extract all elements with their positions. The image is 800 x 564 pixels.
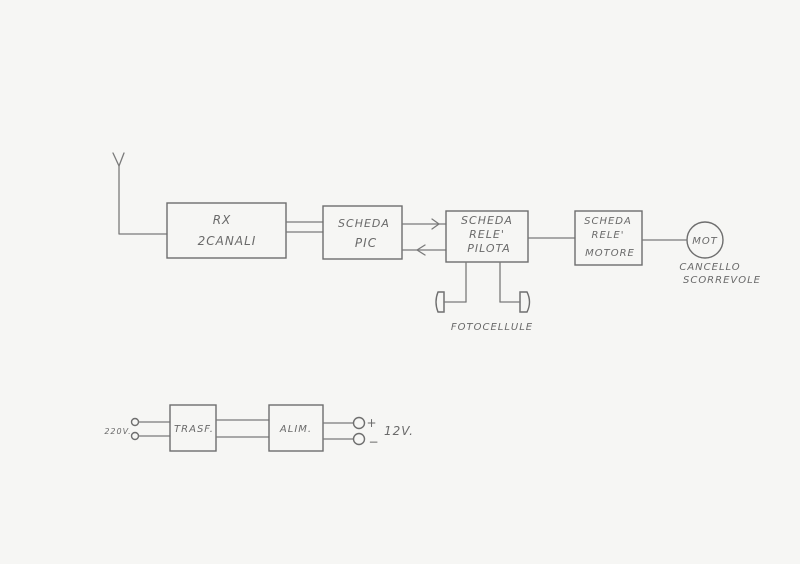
motor-board-label-1: SCHEDA <box>584 216 632 227</box>
pilot-label-3: PILOTA <box>467 242 511 255</box>
photocell-right <box>499 261 531 313</box>
gate-label-1: CANCELLO <box>679 262 740 273</box>
motor-label: MOT <box>692 236 718 247</box>
pic-block: SCHEDA PIC <box>322 205 403 260</box>
pic-label-2: PIC <box>355 236 377 250</box>
motor-relay-block: SCHEDA RELE' MOTORE <box>574 210 643 266</box>
pilot-label-2: RELE' <box>469 228 505 241</box>
pic-pilot-arrows <box>401 218 447 256</box>
power-supply-block: ALIM. <box>268 404 324 452</box>
dc-output: + − 12V. <box>322 416 414 449</box>
photocell-left <box>435 261 467 313</box>
rx-label-1: RX <box>213 213 232 227</box>
trasf-alim-connection <box>215 419 270 438</box>
plus-label: + <box>366 416 377 430</box>
rx-pic-connection <box>285 221 324 233</box>
motor-board-label-3: MOTORE <box>585 248 635 259</box>
pilot-relay-block: SCHEDA RELE' PILOTA <box>445 210 529 263</box>
rx-block: RX 2CANALI <box>166 202 287 259</box>
photocells-label: FOTOCELLULE <box>451 322 533 333</box>
output-voltage-label: 12V. <box>384 424 414 438</box>
transformer-block: TRASF. <box>169 404 217 452</box>
rx-label-2: 2CANALI <box>198 234 257 248</box>
pic-label-1: SCHEDA <box>338 217 390 230</box>
antenna-icon <box>112 152 168 235</box>
gate-label-2: SCORREVOLE <box>683 275 761 286</box>
power-supply-label: ALIM. <box>279 424 312 435</box>
motor-symbol: MOT <box>686 221 724 259</box>
motor-board-label-2: RELE' <box>592 230 625 241</box>
transformer-label: TRASF. <box>174 424 214 435</box>
mains-label: 220V. <box>104 427 131 436</box>
pilot-label-1: SCHEDA <box>461 214 513 227</box>
minus-label: − <box>368 435 379 449</box>
mains-input: 220V. <box>104 417 171 441</box>
